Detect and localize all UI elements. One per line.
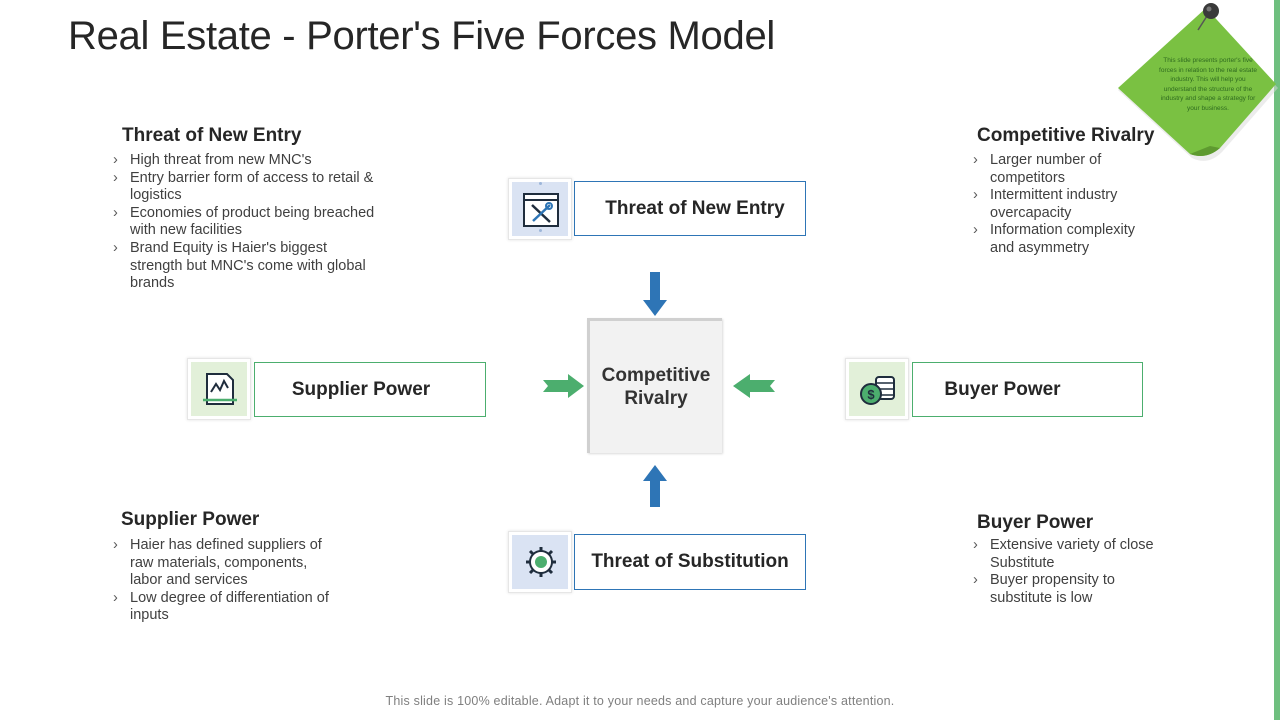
arrow-up-icon: [643, 465, 667, 507]
bullet-item: Extensive variety of close Substitute: [971, 537, 1171, 572]
node-label: Supplier Power: [291, 378, 431, 400]
pushpin-icon: [1197, 3, 1219, 31]
arrow-right-icon: [543, 374, 584, 398]
bullets-rivalry: Larger number of competitors Intermitten…: [971, 152, 1141, 258]
bullet-item: Entry barrier form of access to retail &…: [111, 170, 376, 205]
heading-buyer: Buyer Power: [977, 512, 1094, 533]
right-accent-bar: [1274, 0, 1280, 720]
center-competitive-rivalry: Competitive Rivalry: [587, 318, 722, 453]
arrow-left-icon: [733, 374, 775, 398]
sticky-note: [1118, 8, 1278, 161]
gear-icon: [526, 547, 556, 577]
bullet-item: High threat from new MNC's: [111, 152, 376, 170]
node-label: Threat of Substitution: [591, 551, 789, 572]
heading-new-entry: Threat of New Entry: [122, 125, 302, 146]
coins-dollar-icon: $: [860, 376, 895, 405]
bullet-item: Information complexity and asymmetry: [971, 222, 1141, 257]
bullet-item: Intermittent industry overcapacity: [971, 187, 1141, 222]
bullet-item: Larger number of competitors: [971, 152, 1141, 187]
node-label: Buyer Power: [944, 378, 1061, 400]
svg-text:$: $: [867, 387, 875, 402]
bullets-buyer: Extensive variety of close Substitute Bu…: [971, 537, 1171, 607]
bullets-new-entry: High threat from new MNC's Entry barrier…: [111, 152, 376, 293]
document-chart-icon: [203, 373, 237, 405]
heading-rivalry: Competitive Rivalry: [977, 125, 1155, 146]
node-buyer-power: Buyer Power: [912, 362, 1143, 417]
bullet-item: Economies of product being breached with…: [111, 205, 376, 240]
arrow-down-icon: [643, 272, 667, 316]
node-icon-box: $: [845, 358, 909, 420]
center-label: Competitive Rivalry: [601, 365, 711, 409]
node-threat-new-entry: Threat of New Entry: [574, 181, 806, 236]
footer-note: This slide is 100% editable. Adapt it to…: [385, 694, 895, 708]
node-icon-box: [508, 531, 572, 593]
node-threat-substitution: Threat of Substitution: [574, 534, 806, 590]
node-supplier-power: Supplier Power: [254, 362, 486, 417]
node-icon-box: [508, 178, 572, 240]
heading-supplier: Supplier Power: [121, 509, 260, 530]
bullet-item: Brand Equity is Haier's biggest strength…: [111, 240, 376, 293]
bullet-item: Buyer propensity to substitute is low: [971, 572, 1171, 607]
bullet-item: Low degree of differentiation of inputs: [111, 590, 331, 625]
bullet-item: Haier has defined suppliers of raw mater…: [111, 537, 331, 590]
node-label: Threat of New Entry: [605, 197, 785, 219]
sticky-note-text: This slide presents porter's five forces…: [1159, 57, 1257, 112]
node-icon-box: [187, 358, 251, 420]
slide-title: Real Estate - Porter's Five Forces Model: [68, 14, 775, 58]
bullets-supplier: Haier has defined suppliers of raw mater…: [111, 537, 331, 625]
tools-icon: [523, 193, 559, 227]
